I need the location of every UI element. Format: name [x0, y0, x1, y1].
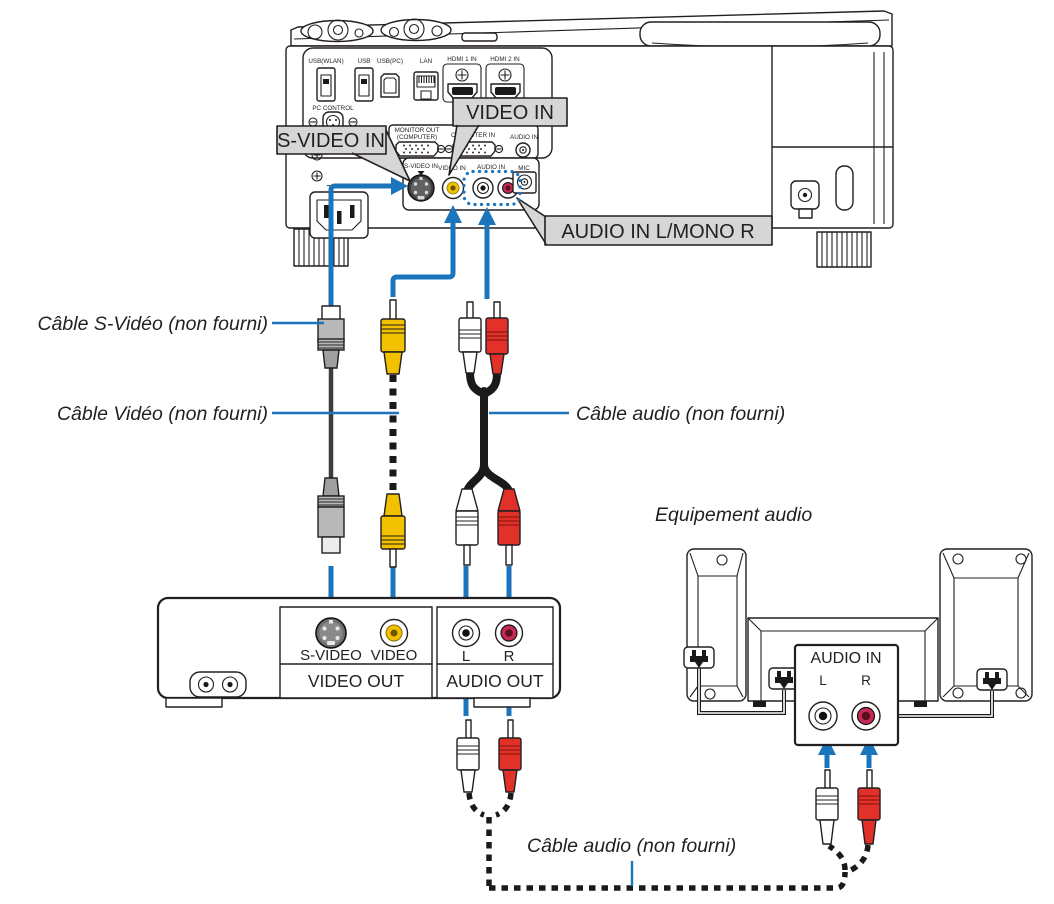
- audio-out-section: [436, 606, 554, 699]
- hdmi2-label: HDMI 2 IN: [490, 56, 520, 63]
- speaker-left: [686, 548, 747, 702]
- label-cable-video: Câble Vidéo (non fourni): [57, 403, 268, 425]
- vcr-power-inlet: [189, 671, 247, 698]
- video-arrowhead: [444, 205, 462, 223]
- cable-labels: Câble S-Vidéo (non fourni) Câble Vidéo (…: [37, 313, 785, 886]
- s-video-in-label: S-VIDEO IN: [404, 163, 438, 170]
- monitor-out-sub-label: (COMPUTER): [397, 134, 437, 141]
- vcr-video-out-label: VIDEO OUT: [308, 671, 405, 691]
- monitor-out-label: MONITOR OUT: [395, 127, 440, 134]
- amp-foot-left: [753, 701, 766, 707]
- vcr-r-label: R: [504, 648, 515, 665]
- vcr-video-label: VIDEO: [371, 647, 418, 664]
- s-video-arrowhead: [391, 177, 408, 195]
- audio-in-l-jack: [472, 177, 494, 199]
- s-video-pointer: [417, 171, 425, 176]
- vcr-audio-r-port: [494, 618, 524, 648]
- callout-s-video-text: S-VIDEO IN: [277, 130, 385, 152]
- label-cable-audio: Câble audio (non fourni): [576, 403, 785, 425]
- vcr-s-video-port: [315, 617, 347, 649]
- usb-pc-port: [380, 73, 400, 98]
- video-connection-line: [390, 222, 456, 297]
- audio-in-rca-label: AUDIO IN: [477, 164, 505, 171]
- video-device: S-VIDEO VIDEO VIDEO OUT L R AUDIO OUT: [156, 596, 562, 708]
- callout-s-video-wedge: [352, 130, 410, 181]
- speaker-wires: [697, 668, 994, 718]
- s-video-in-port: [407, 174, 435, 202]
- usb-wlan-label: USB(WLAN): [308, 58, 343, 65]
- speaker-terminal-right: [976, 668, 1008, 691]
- speaker-terminal-amp: [768, 667, 800, 690]
- bottom-audio-cable: [466, 792, 871, 891]
- video-in-port: [441, 176, 465, 200]
- audio-in-dotted-highlight: [462, 169, 522, 207]
- audio-arrowhead: [478, 207, 496, 225]
- equip-r-jack: [851, 701, 881, 731]
- callout-audio-text: AUDIO IN L/MONO R: [561, 221, 754, 243]
- lock-tab: [798, 208, 813, 219]
- vcr-foot-right: [473, 697, 531, 708]
- usb-pc-label: USB(PC): [377, 58, 403, 65]
- vcr-audio-out-label: AUDIO OUT: [446, 671, 544, 691]
- vent-oval-right: [380, 18, 452, 42]
- equip-audio-in-label: AUDIO IN: [810, 650, 881, 667]
- projector-foot-right: [816, 231, 872, 268]
- callout-labels: S-VIDEO IN VIDEO IN AUDIO IN L/MONO R: [276, 97, 773, 246]
- amp-foot-right: [914, 701, 927, 707]
- callout-video-box: [452, 97, 568, 127]
- audio-in-panel: AUDIO IN L R: [793, 643, 900, 747]
- equip-r-label: R: [861, 673, 871, 688]
- callout-s-video-box: [276, 125, 387, 155]
- audio-cable: [455, 301, 521, 566]
- vcr-audio-l-port: [451, 618, 481, 648]
- video-out-section: [279, 606, 433, 699]
- ac-inlet: [309, 191, 369, 239]
- audio-out-plugs: [456, 719, 522, 793]
- usb-label: USB: [358, 58, 371, 65]
- audio-equipment-title: Equipement audio: [655, 504, 812, 526]
- vcr-s-video-label: S-VIDEO: [300, 647, 362, 664]
- equip-audio-plugs: [815, 769, 881, 845]
- callout-audio-box: [544, 215, 773, 246]
- hdmi1-label: HDMI 1 IN: [447, 56, 477, 63]
- audio-equipment: Equipement audio: [655, 504, 1033, 747]
- pc-control-label: PC CONTROL: [312, 105, 354, 112]
- s-video-cable: [317, 305, 345, 554]
- usb-port: [354, 67, 374, 102]
- mic-label: MIC: [518, 165, 530, 172]
- audio-in-mini-label: AUDIO IN: [510, 134, 538, 141]
- video-cable: [380, 299, 406, 568]
- label-cable-s-video: Câble S-Vidéo (non fourni): [37, 313, 268, 335]
- lid-button: [461, 32, 498, 42]
- panel-screw-lower: [311, 170, 323, 182]
- callout-video-text: VIDEO IN: [466, 102, 554, 124]
- handle-recess: [639, 21, 881, 47]
- monitor-out-port: [386, 141, 446, 157]
- lan-label: LAN: [420, 58, 433, 65]
- label-cable-audio-bottom: Câble audio (non fourni): [527, 835, 736, 857]
- lan-port: [413, 71, 439, 101]
- audio-in-mini-jack: [515, 142, 531, 158]
- vcr-l-label: L: [462, 648, 470, 665]
- vcr-foot-left: [165, 697, 223, 708]
- vcr-video-port: [379, 618, 409, 648]
- speaker-terminal-left: [683, 646, 715, 669]
- rear-hinge: [835, 165, 854, 211]
- usb-wlan-port: [316, 67, 336, 102]
- s-video-connection-line: [328, 183, 392, 306]
- equip-l-label: L: [819, 673, 827, 688]
- equip-l-jack: [808, 701, 838, 731]
